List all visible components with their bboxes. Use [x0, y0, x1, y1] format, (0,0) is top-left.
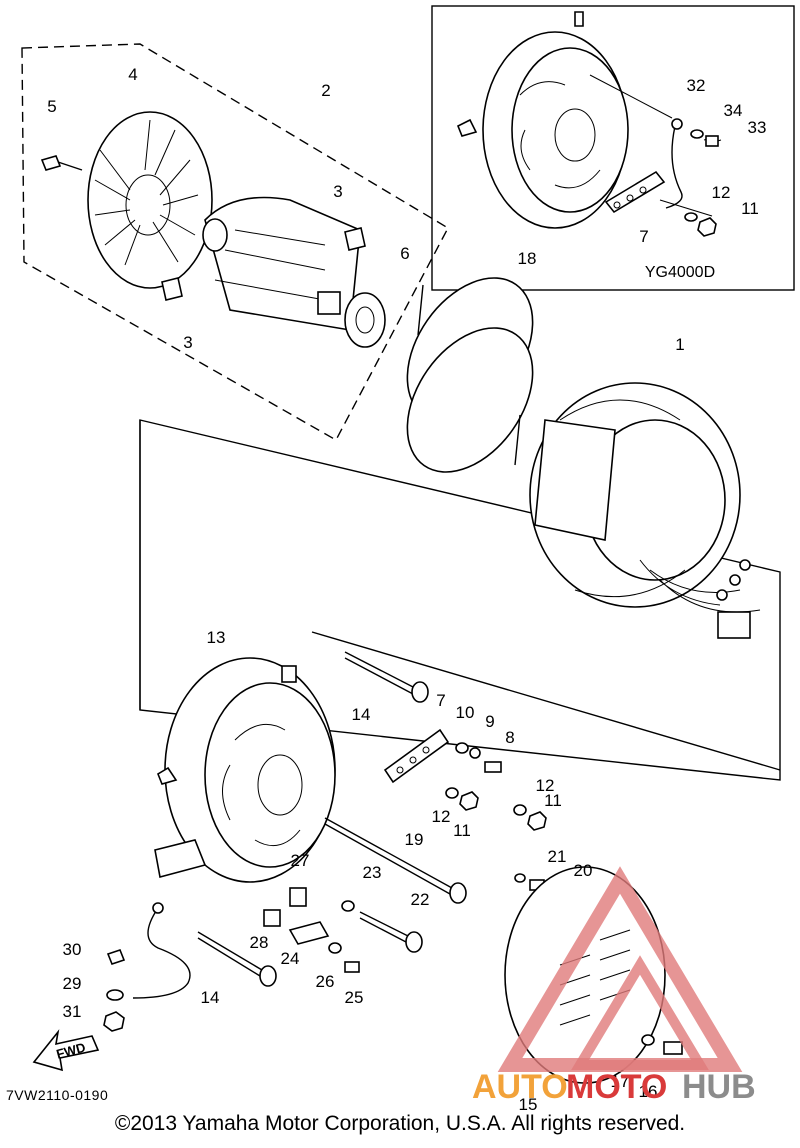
callout-1: 1: [675, 335, 684, 354]
copyright-notice: ©2013 Yamaha Motor Corporation, U.S.A. A…: [114, 1112, 686, 1135]
stator: [139, 382, 781, 781]
fwd-label: FWD: [55, 1040, 87, 1062]
callout-2: 2: [321, 81, 330, 100]
callout-5: 5: [47, 97, 56, 116]
callout-15: 15: [519, 1095, 538, 1114]
callout-9: 9: [485, 712, 494, 731]
fwd-arrow-icon: FWD: [32, 1029, 100, 1072]
callout-17: 17: [611, 1072, 630, 1091]
callout-28: 28: [250, 933, 269, 952]
watermark-auto: AUTO: [472, 1068, 568, 1106]
callout-14: 14: [201, 988, 220, 1007]
callout-8: 8: [505, 728, 514, 747]
callout-32: 32: [687, 76, 706, 95]
callout-24: 24: [281, 949, 300, 968]
callout-10: 10: [456, 703, 475, 722]
callout-29: 29: [63, 974, 82, 993]
callout-25: 25: [345, 988, 364, 1007]
callout-4: 4: [128, 65, 137, 84]
callout-6: 6: [400, 244, 409, 263]
drawing-code: 7VW2110-0190: [6, 1087, 109, 1103]
watermark-moto: MOTO: [566, 1068, 667, 1106]
stator-band: [406, 277, 534, 473]
callout-11: 11: [453, 821, 471, 840]
callout-23: 23: [363, 863, 382, 882]
callout-7: 7: [436, 691, 445, 710]
variant-inset: [431, 5, 795, 291]
callout-3: 3: [183, 333, 192, 352]
callout-34: 34: [724, 101, 743, 120]
automotohub-watermark: AUTO MOTO HUB: [472, 866, 756, 1106]
callout-16: 16: [639, 1082, 658, 1101]
rotor-assembly: [21, 43, 449, 441]
callout-18: 18: [518, 249, 537, 268]
callout-13: 13: [207, 628, 226, 647]
variant-label: YG4000D: [645, 264, 715, 281]
callout-20: 20: [574, 861, 593, 880]
callout-19: 19: [405, 830, 424, 849]
callout-22: 22: [411, 890, 430, 909]
callout-3: 3: [333, 182, 342, 201]
callout-14: 14: [352, 705, 371, 724]
callout-27: 27: [291, 851, 310, 870]
callout-33: 33: [748, 118, 767, 137]
front-cover: [103, 420, 781, 1032]
callout-21: 21: [548, 847, 567, 866]
callout-labels: 1 2 3 3 4 5 6 7 7 8 9 10 11 11 11 12 12 …: [47, 65, 766, 1114]
watermark-hub: HUB: [682, 1068, 756, 1106]
callout-11: 11: [544, 791, 562, 810]
callout-26: 26: [316, 972, 335, 991]
callout-7: 7: [639, 227, 648, 246]
callout-11: 11: [741, 199, 759, 218]
callout-12: 12: [432, 807, 451, 826]
callout-12: 12: [536, 776, 555, 795]
callout-30: 30: [63, 940, 82, 959]
callout-31: 31: [63, 1002, 82, 1021]
callout-12: 12: [712, 183, 731, 202]
end-cover: [504, 866, 683, 1084]
